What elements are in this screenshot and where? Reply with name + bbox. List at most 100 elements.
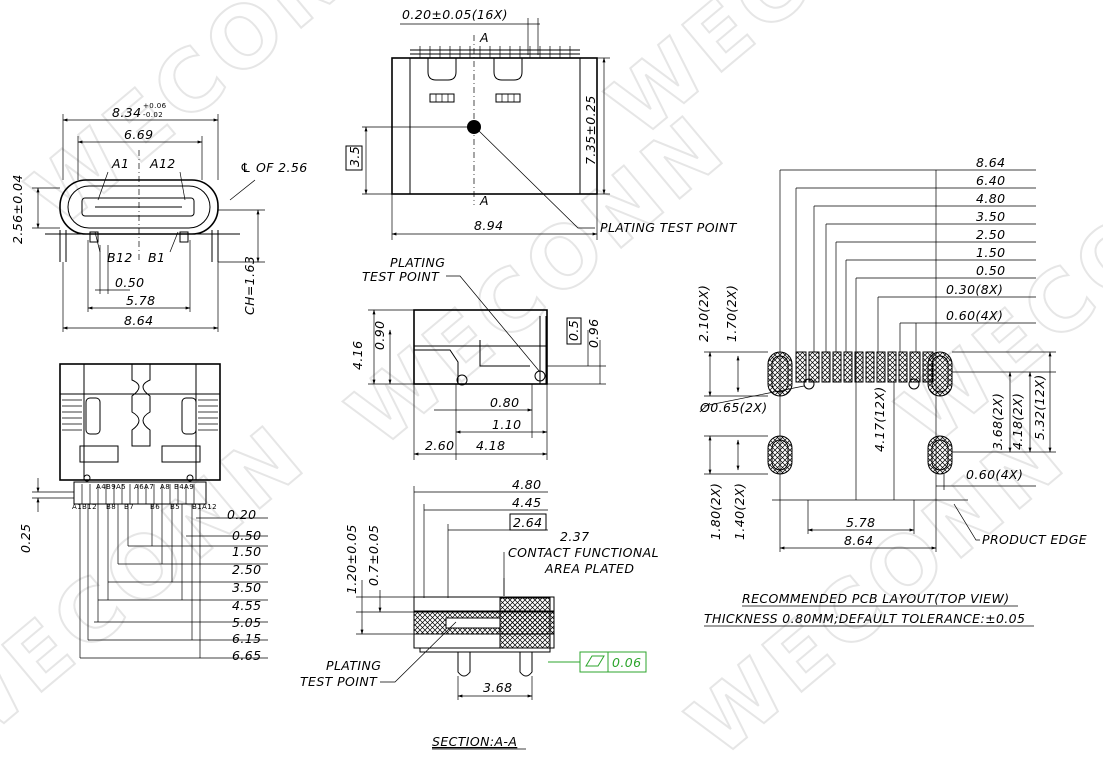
pcb-dim-right: 2.50 — [976, 227, 1005, 242]
pcb-note: THICKNESS 0.80MM;DEFAULT TOLERANCE:±0.05 — [704, 611, 1025, 626]
dim-d480: 4.80 — [512, 477, 541, 492]
pcb-dim-right: 3.50 — [976, 209, 1005, 224]
pin-a12-label: A12 — [149, 156, 176, 171]
center-label: ℄ OF 2.56 — [240, 160, 308, 175]
dim-d260: 2.60 — [425, 438, 454, 453]
dim-step: 3.50 — [232, 580, 261, 595]
dim-tol-plus: +0.06 — [143, 102, 167, 110]
pin-label: B5 — [170, 503, 180, 511]
dim-d237: 2.37 — [560, 529, 589, 544]
section-plating-1: PLATING — [326, 658, 381, 673]
pcb-v532: 5.32(12X) — [1032, 374, 1047, 440]
pcb-v180: 1.80(2X) — [708, 483, 723, 540]
pcb-dim-right: 8.64 — [976, 155, 1005, 170]
pcb-pad-row — [795, 351, 934, 383]
pcb-v417: 4.17(12X) — [872, 386, 887, 452]
dim-step: 0.20 — [227, 507, 256, 522]
dim-h096: 0.96 — [586, 319, 601, 348]
dim-length: 7.35±0.25 — [583, 95, 598, 165]
front-view: 8.34 +0.06 -0.02 6.69 A1 A12 B12 B1 ℄ OF… — [10, 102, 308, 332]
dim-step: 5.05 — [232, 615, 261, 630]
pcb-title: RECOMMENDED PCB LAYOUT(TOP VIEW) — [742, 591, 1010, 606]
top-pin-row — [410, 46, 580, 58]
pin-label: A8 — [160, 483, 170, 491]
pcb-v210: 2.10(2X) — [696, 285, 711, 342]
dim-box-05: 0.5 — [566, 320, 581, 341]
pcb-layout-view: 8.64 6.40 4.80 3.50 2.50 1.50 0.50 0.30(… — [696, 155, 1087, 627]
pcb-v368: 3.68(2X) — [990, 393, 1005, 450]
dim-tol-minus: -0.02 — [143, 111, 163, 119]
pcb-d578: 5.78 — [846, 515, 875, 530]
pcb-dim-right: 6.40 — [976, 173, 1005, 188]
pcb-dim-right: 4.80 — [976, 191, 1005, 206]
dim-d110: 1.10 — [492, 417, 521, 432]
dim-d025: 0.25 — [18, 524, 33, 553]
side-view: PLATING TEST POINT 4.16 0.90 0.5 0.96 0.… — [350, 255, 606, 460]
pin-label: A4B9 — [96, 483, 116, 491]
pin-b12-label: B12 — [107, 250, 133, 265]
dim-h070: 0.7±0.05 — [366, 525, 381, 586]
section-title: SECTION:A-A — [432, 734, 517, 749]
dim-height: 2.56±0.04 — [10, 174, 25, 244]
dim-width-inner: 6.69 — [124, 127, 153, 142]
side-plating-label-1: PLATING — [390, 255, 445, 270]
dim-span-864: 8.64 — [124, 313, 153, 328]
pin-label: B8 — [106, 503, 116, 511]
section-view: 4.80 4.45 2.64 2.37 CONTACT FUNCTIONAL A… — [300, 477, 659, 750]
pcb-d060: 0.60(4X) — [966, 467, 1023, 482]
dim-d418: 4.18 — [476, 438, 505, 453]
top-view: 0.20±0.05(16X) A A 3.5 7.35±0.25 — [345, 7, 738, 240]
plating-test-point-label: PLATING TEST POINT — [600, 220, 738, 235]
dim-pitch: 0.50 — [115, 275, 144, 290]
pcb-hole: Ø0.65(2X) — [699, 400, 768, 415]
watermark-text: WECONN — [670, 405, 1085, 759]
pin-label: B4A9 — [174, 483, 194, 491]
pin-label: A1B12 — [72, 503, 97, 511]
flatness-value: 0.06 — [612, 655, 641, 670]
pcb-dim-right: 1.50 — [976, 245, 1005, 260]
pcb-v140: 1.40(2X) — [732, 483, 747, 540]
bottom-view: A1B12 A4B9 A5 B8 B7 A6A7 B6 B5 A8 B4A9 B… — [18, 363, 268, 663]
dim-box-35: 3.5 — [347, 146, 362, 167]
pcb-dim-right: 0.60(4X) — [946, 308, 1003, 323]
dim-step: 4.55 — [232, 598, 261, 613]
dim-step: 1.50 — [232, 544, 261, 559]
dim-step: 6.15 — [232, 631, 261, 646]
product-edge-label: PRODUCT EDGE — [982, 532, 1087, 547]
pcb-v170: 1.70(2X) — [724, 285, 739, 342]
dim-pitch-16x: 0.20±0.05(16X) — [402, 7, 508, 22]
pin-label: A5 — [116, 483, 126, 491]
dim-h416: 4.16 — [350, 341, 365, 370]
dim-width-total: 8.34 — [112, 105, 141, 120]
watermark-text: WECONN — [590, 0, 1005, 155]
dim-step: 0.50 — [232, 528, 261, 543]
pin-a1-label: A1 — [111, 156, 129, 171]
contact-label-2: AREA PLATED — [544, 561, 634, 576]
section-mark-bottom: A — [479, 193, 489, 208]
dim-h090: 0.90 — [372, 321, 387, 350]
pcb-v418: 4.18(2X) — [1010, 393, 1025, 450]
dim-width: 8.94 — [474, 218, 503, 233]
dim-step: 6.65 — [232, 648, 261, 663]
contact-label-1: CONTACT FUNCTIONAL — [508, 545, 659, 560]
pcb-dim-right: 0.30(8X) — [946, 282, 1003, 297]
dim-d080: 0.80 — [490, 395, 519, 410]
pin-label: B6 — [150, 503, 160, 511]
dim-box-264: 2.64 — [513, 515, 542, 530]
section-mark-top: A — [479, 30, 489, 45]
dim-d368: 3.68 — [483, 680, 512, 695]
pcb-d864: 8.64 — [844, 533, 873, 548]
pin-label: B1A12 — [192, 503, 217, 511]
pin-b1-label: B1 — [148, 250, 165, 265]
dim-span-578: 5.78 — [126, 293, 155, 308]
pin-label: B7 — [124, 503, 134, 511]
dim-step: 2.50 — [232, 562, 261, 577]
dim-ch: CH=1.63 — [242, 256, 257, 315]
dim-d445: 4.45 — [512, 495, 541, 510]
section-plating-2: TEST POINT — [300, 674, 378, 689]
pin-label: A6A7 — [134, 483, 154, 491]
dim-h120: 1.20±0.05 — [344, 524, 359, 594]
side-plating-label-2: TEST POINT — [362, 269, 440, 284]
